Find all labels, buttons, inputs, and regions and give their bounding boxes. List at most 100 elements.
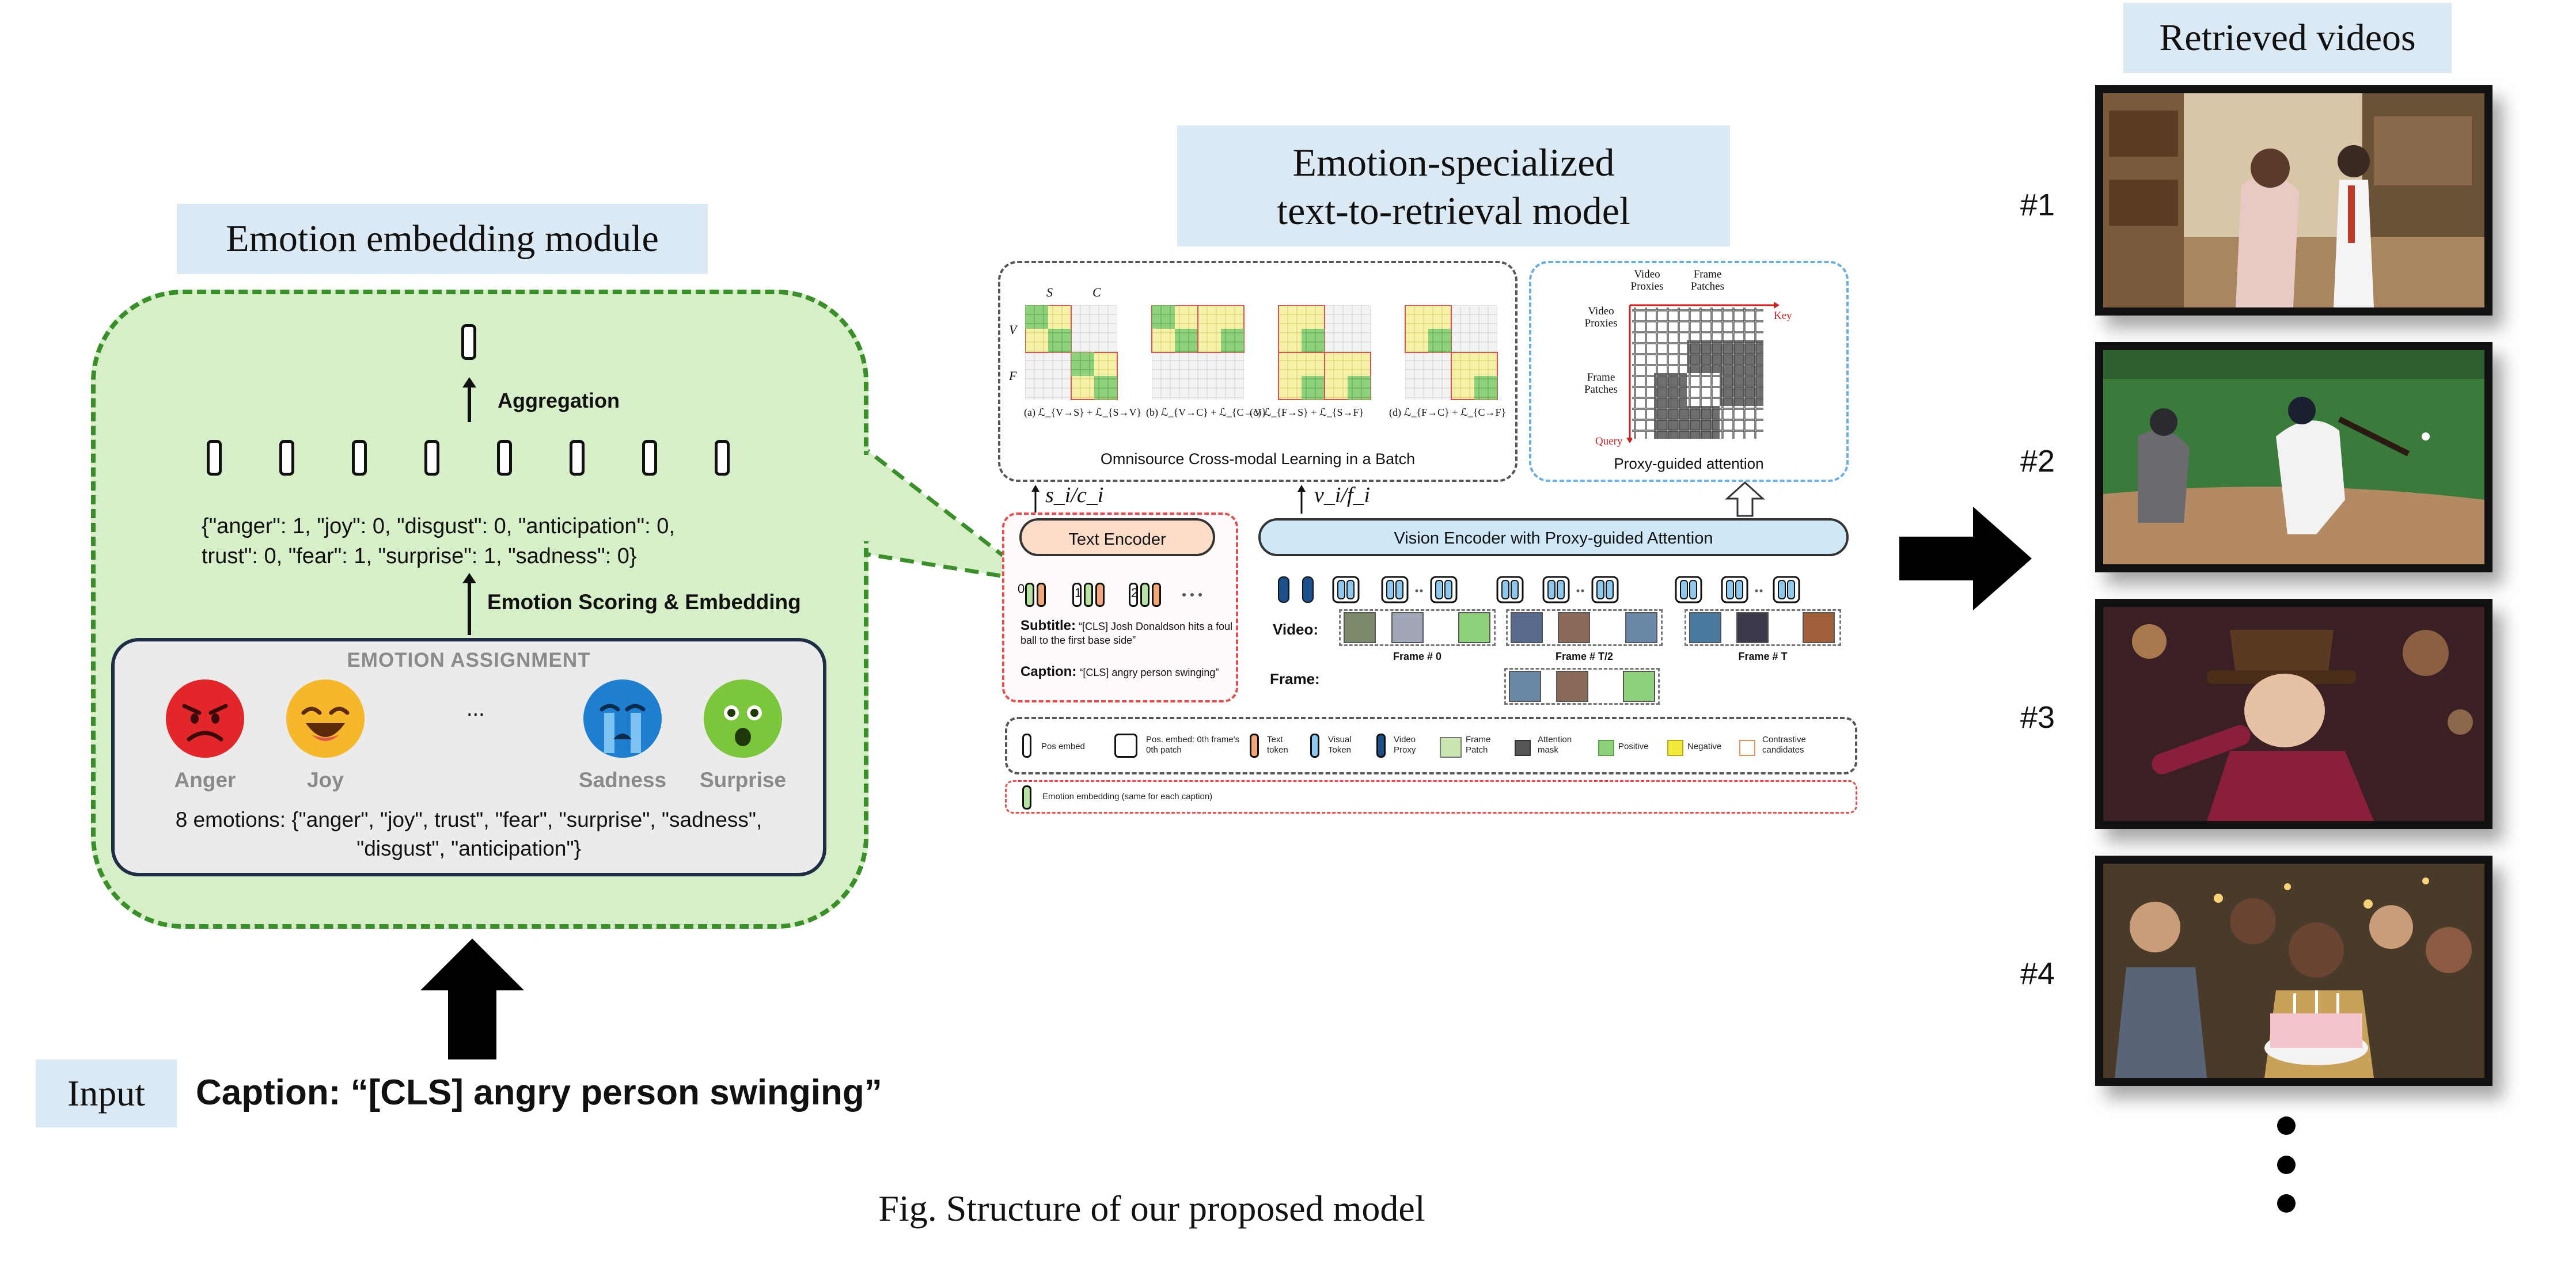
- vision-encoder-block: Vision Encoder with Proxy-guided Attenti…: [1258, 518, 1849, 556]
- more-results-ellipsis-icon: [2277, 1116, 2296, 1213]
- emotion-embedding: [497, 440, 512, 476]
- input-caption: Caption: “[CLS] angry person swinging”: [196, 1073, 882, 1112]
- proxy-key-label: Key: [1774, 310, 1792, 322]
- retrieved-video-3[interactable]: [2095, 599, 2492, 829]
- retrieved-videos-title: Retrieved videos: [2123, 3, 2452, 73]
- input-up-arrow: [420, 939, 524, 1059]
- emotion-embedding: [352, 440, 367, 476]
- emotion-module-title: Emotion embedding module: [177, 204, 708, 274]
- legend-swatch-attention-mask: [1515, 740, 1531, 756]
- subtitle-text: Subtitle: “[CLS] Josh Donaldson hits a f…: [1020, 618, 1233, 647]
- legend-attention-mask: Attention mask: [1538, 735, 1572, 755]
- emotion-label-sadness: Sadness: [578, 768, 667, 792]
- frame-label-0: Frame # 0: [1393, 651, 1442, 662]
- legend-swatch-negative: [1667, 740, 1683, 756]
- proxy-attention-caption: Proxy-guided attention: [1614, 455, 1764, 472]
- legend-box: [1005, 717, 1857, 774]
- vision-token-row: [1278, 576, 1800, 603]
- video-thumb: [1344, 612, 1376, 643]
- legend-swatch-contrastive: [1739, 740, 1755, 756]
- legend-negative: Negative: [1687, 742, 1722, 751]
- text-encoder-block: Text Encoder: [1019, 518, 1215, 556]
- text-token: [1152, 583, 1161, 607]
- legend-swatch-video-proxy: [1376, 734, 1386, 758]
- legend-swatch-pos-embed: [1022, 734, 1031, 758]
- sadness-face-icon: [583, 679, 662, 758]
- emotion-embedding: [642, 440, 657, 476]
- vision-feature-arrow: [1298, 485, 1306, 514]
- video-frame-group-2: [1685, 609, 1841, 646]
- legend-swatch-positive: [1598, 740, 1614, 756]
- legend-text-token: Text token: [1267, 735, 1288, 755]
- emotion-embedding: [570, 440, 585, 476]
- proxy-hollow-arrow: [1725, 481, 1765, 517]
- legend-contrastive: Contrastive candidates: [1762, 735, 1806, 755]
- figure-caption: Fig. Structure of our proposed model: [878, 1188, 1425, 1229]
- text-pos-2: 2: [1131, 586, 1139, 600]
- video-thumb: [1511, 612, 1543, 643]
- proxy-frame-patches-top: Frame Patches: [1690, 268, 1725, 293]
- retrieved-video-1[interactable]: [2095, 85, 2492, 316]
- scoring-label: Emotion Scoring & Embedding: [487, 590, 801, 614]
- proxy-query-label: Query: [1595, 435, 1623, 447]
- pos-embed: [1129, 583, 1138, 607]
- joy-face-icon: [286, 679, 365, 758]
- emotion-label-joy: Joy: [307, 768, 344, 792]
- frame-thumb: [1509, 671, 1541, 702]
- scoring-arrow: [462, 573, 476, 635]
- legend-swatch-visual-token: [1310, 734, 1319, 758]
- emotion-embedding: [715, 440, 730, 476]
- video-frame-group-1: [1506, 609, 1663, 646]
- matrix-c-label: C: [1092, 285, 1101, 299]
- matrix-f-label: F: [1009, 369, 1017, 383]
- text-pos-1: 1: [1075, 586, 1082, 600]
- video-thumb: [1458, 612, 1490, 643]
- pos-embed: [1072, 583, 1082, 607]
- video-thumb: [1689, 612, 1721, 643]
- video-thumb: [1625, 612, 1657, 643]
- matrix-v-label: V: [1009, 322, 1017, 337]
- legend-swatch-text-token: [1250, 734, 1259, 758]
- emotion-token: [1084, 583, 1093, 607]
- model-title: Emotion-specialized text-to-retrieval mo…: [1177, 126, 1730, 246]
- text-feature-label: s_i/c_i: [1045, 483, 1104, 507]
- legend-swatch-frame-patch: [1440, 737, 1462, 758]
- emotion-assignment-box: [111, 638, 826, 876]
- text-token: [1037, 583, 1046, 607]
- video-frame-group-0: [1339, 609, 1496, 646]
- legend-swatch-pos-embed-0: [1114, 734, 1137, 758]
- emotion-label-anger: Anger: [174, 768, 236, 792]
- emotion-vector-text: {"anger": 1, "joy": 0, "disgust": 0, "an…: [202, 514, 675, 568]
- rank-label-3: #3: [2020, 700, 2055, 735]
- input-label: Input: [36, 1059, 177, 1127]
- video-thumb: [1736, 612, 1769, 643]
- matrix-caption-a: (a) ℒ_{V→S} + ℒ_{S→V}: [1024, 407, 1142, 418]
- retrieved-video-2[interactable]: [2095, 342, 2492, 572]
- matrix-caption-c: (c) ℒ_{F→S} + ℒ_{S→F}: [1250, 407, 1364, 418]
- frame-thumb: [1556, 671, 1588, 702]
- retrieval-right-arrow: [1899, 507, 2032, 610]
- contrastive-matrices: [1025, 305, 1498, 400]
- retrieved-video-4[interactable]: [2095, 856, 2492, 1086]
- video-thumb: [1803, 612, 1835, 643]
- text-feature-arrow: [1031, 485, 1039, 514]
- frame-label-end: Frame # T: [1738, 651, 1788, 662]
- rank-label-2: #2: [2020, 444, 2055, 478]
- emotion-assignment-heading: EMOTION ASSIGNMENT: [347, 649, 591, 671]
- token-ellipsis-icon: [1182, 593, 1202, 597]
- frame-row-label: Frame:: [1270, 670, 1320, 688]
- frame-patch-group: [1504, 668, 1660, 705]
- emotion-embedding: [424, 440, 439, 476]
- legend-frame-patch: Frame Patch: [1466, 735, 1491, 755]
- text-pos-0: 0: [1018, 582, 1025, 596]
- vision-feature-label: v_i/f_i: [1314, 483, 1371, 507]
- legend-positive: Positive: [1618, 742, 1649, 751]
- aggregated-embedding: [461, 324, 476, 360]
- emotion-ellipsis: ...: [466, 697, 485, 721]
- matrix-caption-d: (d) ℒ_{F→C} + ℒ_{C→F}: [1389, 407, 1507, 418]
- proxy-frame-patches-side: Frame Patches: [1584, 371, 1618, 396]
- proxy-video-proxies-side: Video Proxies: [1584, 305, 1618, 329]
- emotion-embedding: [279, 440, 294, 476]
- emotion-note-box: [1005, 780, 1857, 814]
- legend-video-proxy: Video Proxy: [1394, 735, 1416, 755]
